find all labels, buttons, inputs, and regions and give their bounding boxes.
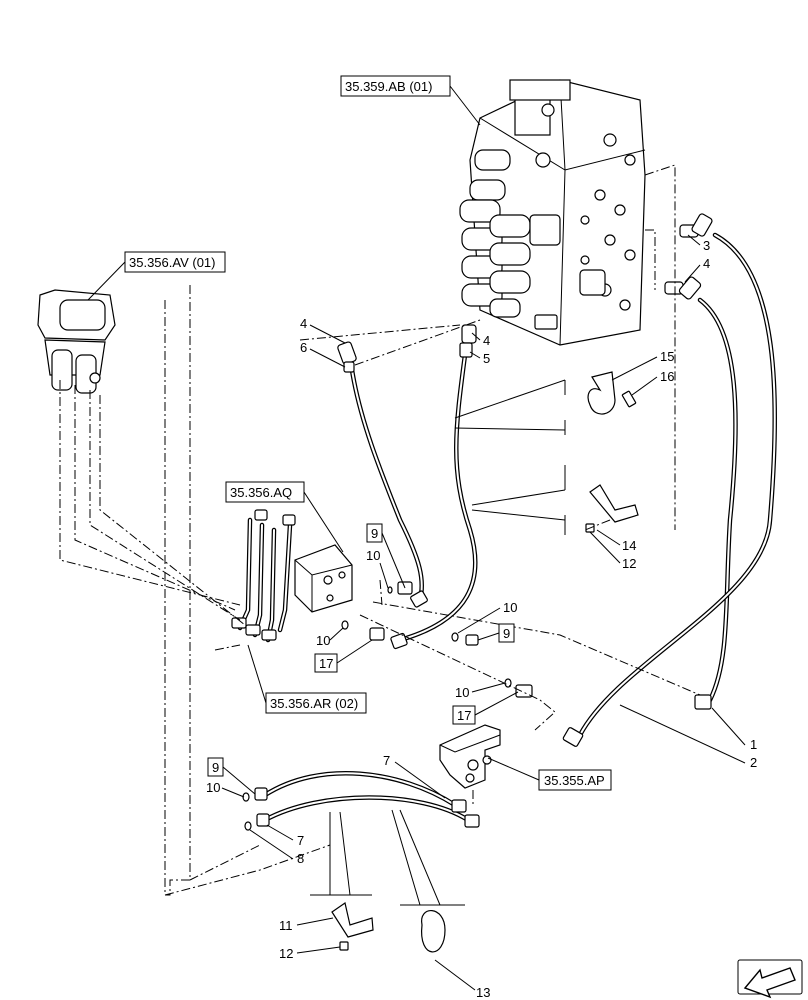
callout-10a: 10 [366,548,380,563]
clamp-13[interactable] [421,910,446,953]
o-rings [242,586,512,831]
callout-4c: 4 [483,333,490,348]
hose-fittings[interactable] [254,213,713,828]
clamp-15[interactable] [587,371,637,415]
callout-8: 8 [297,851,304,866]
callout-7a: 7 [383,753,390,768]
bracket-11[interactable] [331,902,374,951]
callout-1: 1 [750,737,757,752]
callout-17b: 17 [457,708,471,723]
callout-9a: 9 [371,526,378,541]
callout-15: 15 [660,349,674,364]
callout-4a: 4 [703,256,710,271]
callout-17a: 17 [319,656,333,671]
pilot-block-aq[interactable] [294,544,353,613]
callout-9b: 9 [503,626,510,641]
hoses[interactable] [262,232,778,823]
callout-9c: 9 [212,760,219,775]
callout-6: 6 [300,340,307,355]
callout-12a: 12 [279,946,293,961]
valve-ports [534,133,636,330]
control-valve[interactable] [459,79,646,346]
grouping-brackets [310,379,566,906]
callout-4b: 4 [300,316,307,331]
callout-13: 13 [476,985,490,1000]
callout-11: 11 [279,918,293,933]
callout-16: 16 [660,369,674,384]
pilot-fittings-ar[interactable] [231,509,296,643]
callout-10d: 10 [455,685,469,700]
callout-3: 3 [703,238,710,253]
callout-14: 14 [622,538,636,553]
ref-valve-ab: 35.359.AB (01) [345,79,432,94]
ref-block-ap: 35.355.AP [544,773,605,788]
ref-block-aq: 35.356.AQ [230,485,292,500]
block-ap[interactable] [439,724,501,789]
callout-12b: 12 [622,556,636,571]
reference-labels: 35.359.AB (01) 35.356.AV (01) 35.356.AQ … [87,75,612,795]
valve-spools [459,149,561,318]
ref-fittings-ar: 35.356.AR (02) [270,696,358,711]
pilot-joystick[interactable] [37,289,116,394]
callout-10c: 10 [503,600,517,615]
callout-10b: 10 [316,633,330,648]
bracket-14[interactable] [585,484,639,533]
routing-lines [59,164,701,896]
callout-10e: 10 [206,780,220,795]
callout-2: 2 [750,755,757,770]
callouts: 1 2 3 4 4 4 5 6 7 7 8 10 10 10 10 10 11 … [206,234,757,1000]
ref-joystick-av: 35.356.AV (01) [129,255,215,270]
callout-7b: 7 [297,833,304,848]
arrow-down-left-icon[interactable] [737,959,803,999]
callout-5: 5 [483,351,490,366]
